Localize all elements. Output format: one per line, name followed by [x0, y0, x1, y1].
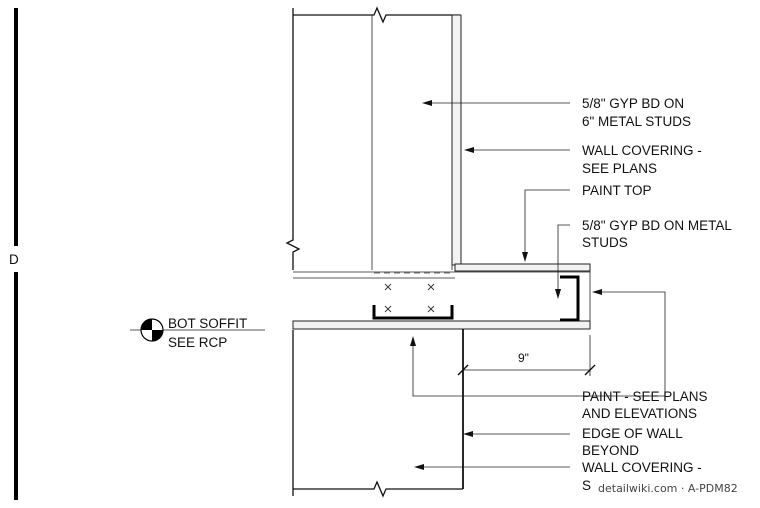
soffit-tag-line2: SEE RCP [168, 335, 227, 350]
elevation-target-icon [130, 318, 265, 342]
note-leaders [410, 100, 666, 470]
watermark: detailwiki.com · A-PDM82 [598, 482, 738, 495]
grid-marker-label: D [9, 252, 19, 267]
bottom-break-line [293, 480, 463, 498]
note-wall-covering-line1: WALL COVERING - [582, 143, 702, 158]
edge-c-channel [560, 275, 580, 322]
top-break-line [293, 6, 460, 24]
note-edge-of-wall-line1: EDGE OF WALL [582, 426, 683, 441]
note-paint-line2: AND ELEVATIONS [582, 406, 697, 421]
note-gyp-bd-line1: 5/8" GYP BD ON [582, 96, 684, 111]
soffit-tag-line1: BOT SOFFIT [168, 316, 247, 331]
upper-wall [371, 14, 462, 270]
note-paint-line1: PAINT - SEE PLANS [582, 389, 708, 404]
soffit-band [292, 263, 591, 330]
note-lower-wall-covering-line2: S [582, 478, 591, 493]
dimension-label: 9" [518, 351, 529, 365]
note-soffit-gyp-line1: 5/8" GYP BD ON METAL [582, 218, 732, 233]
note-edge-of-wall-line2: BEYOND [582, 443, 639, 458]
note-wall-covering-line2: SEE PLANS [582, 161, 657, 176]
note-soffit-gyp-line2: STUDS [582, 235, 628, 250]
note-gyp-bd-line2: 6" METAL STUDS [582, 114, 691, 129]
dimension-line [457, 335, 596, 376]
note-lower-wall-covering-line1: WALL COVERING - [582, 460, 702, 475]
slab-edge-upper [285, 8, 301, 270]
note-paint-top: PAINT TOP [582, 183, 652, 198]
soffit-stud-track [372, 283, 454, 320]
